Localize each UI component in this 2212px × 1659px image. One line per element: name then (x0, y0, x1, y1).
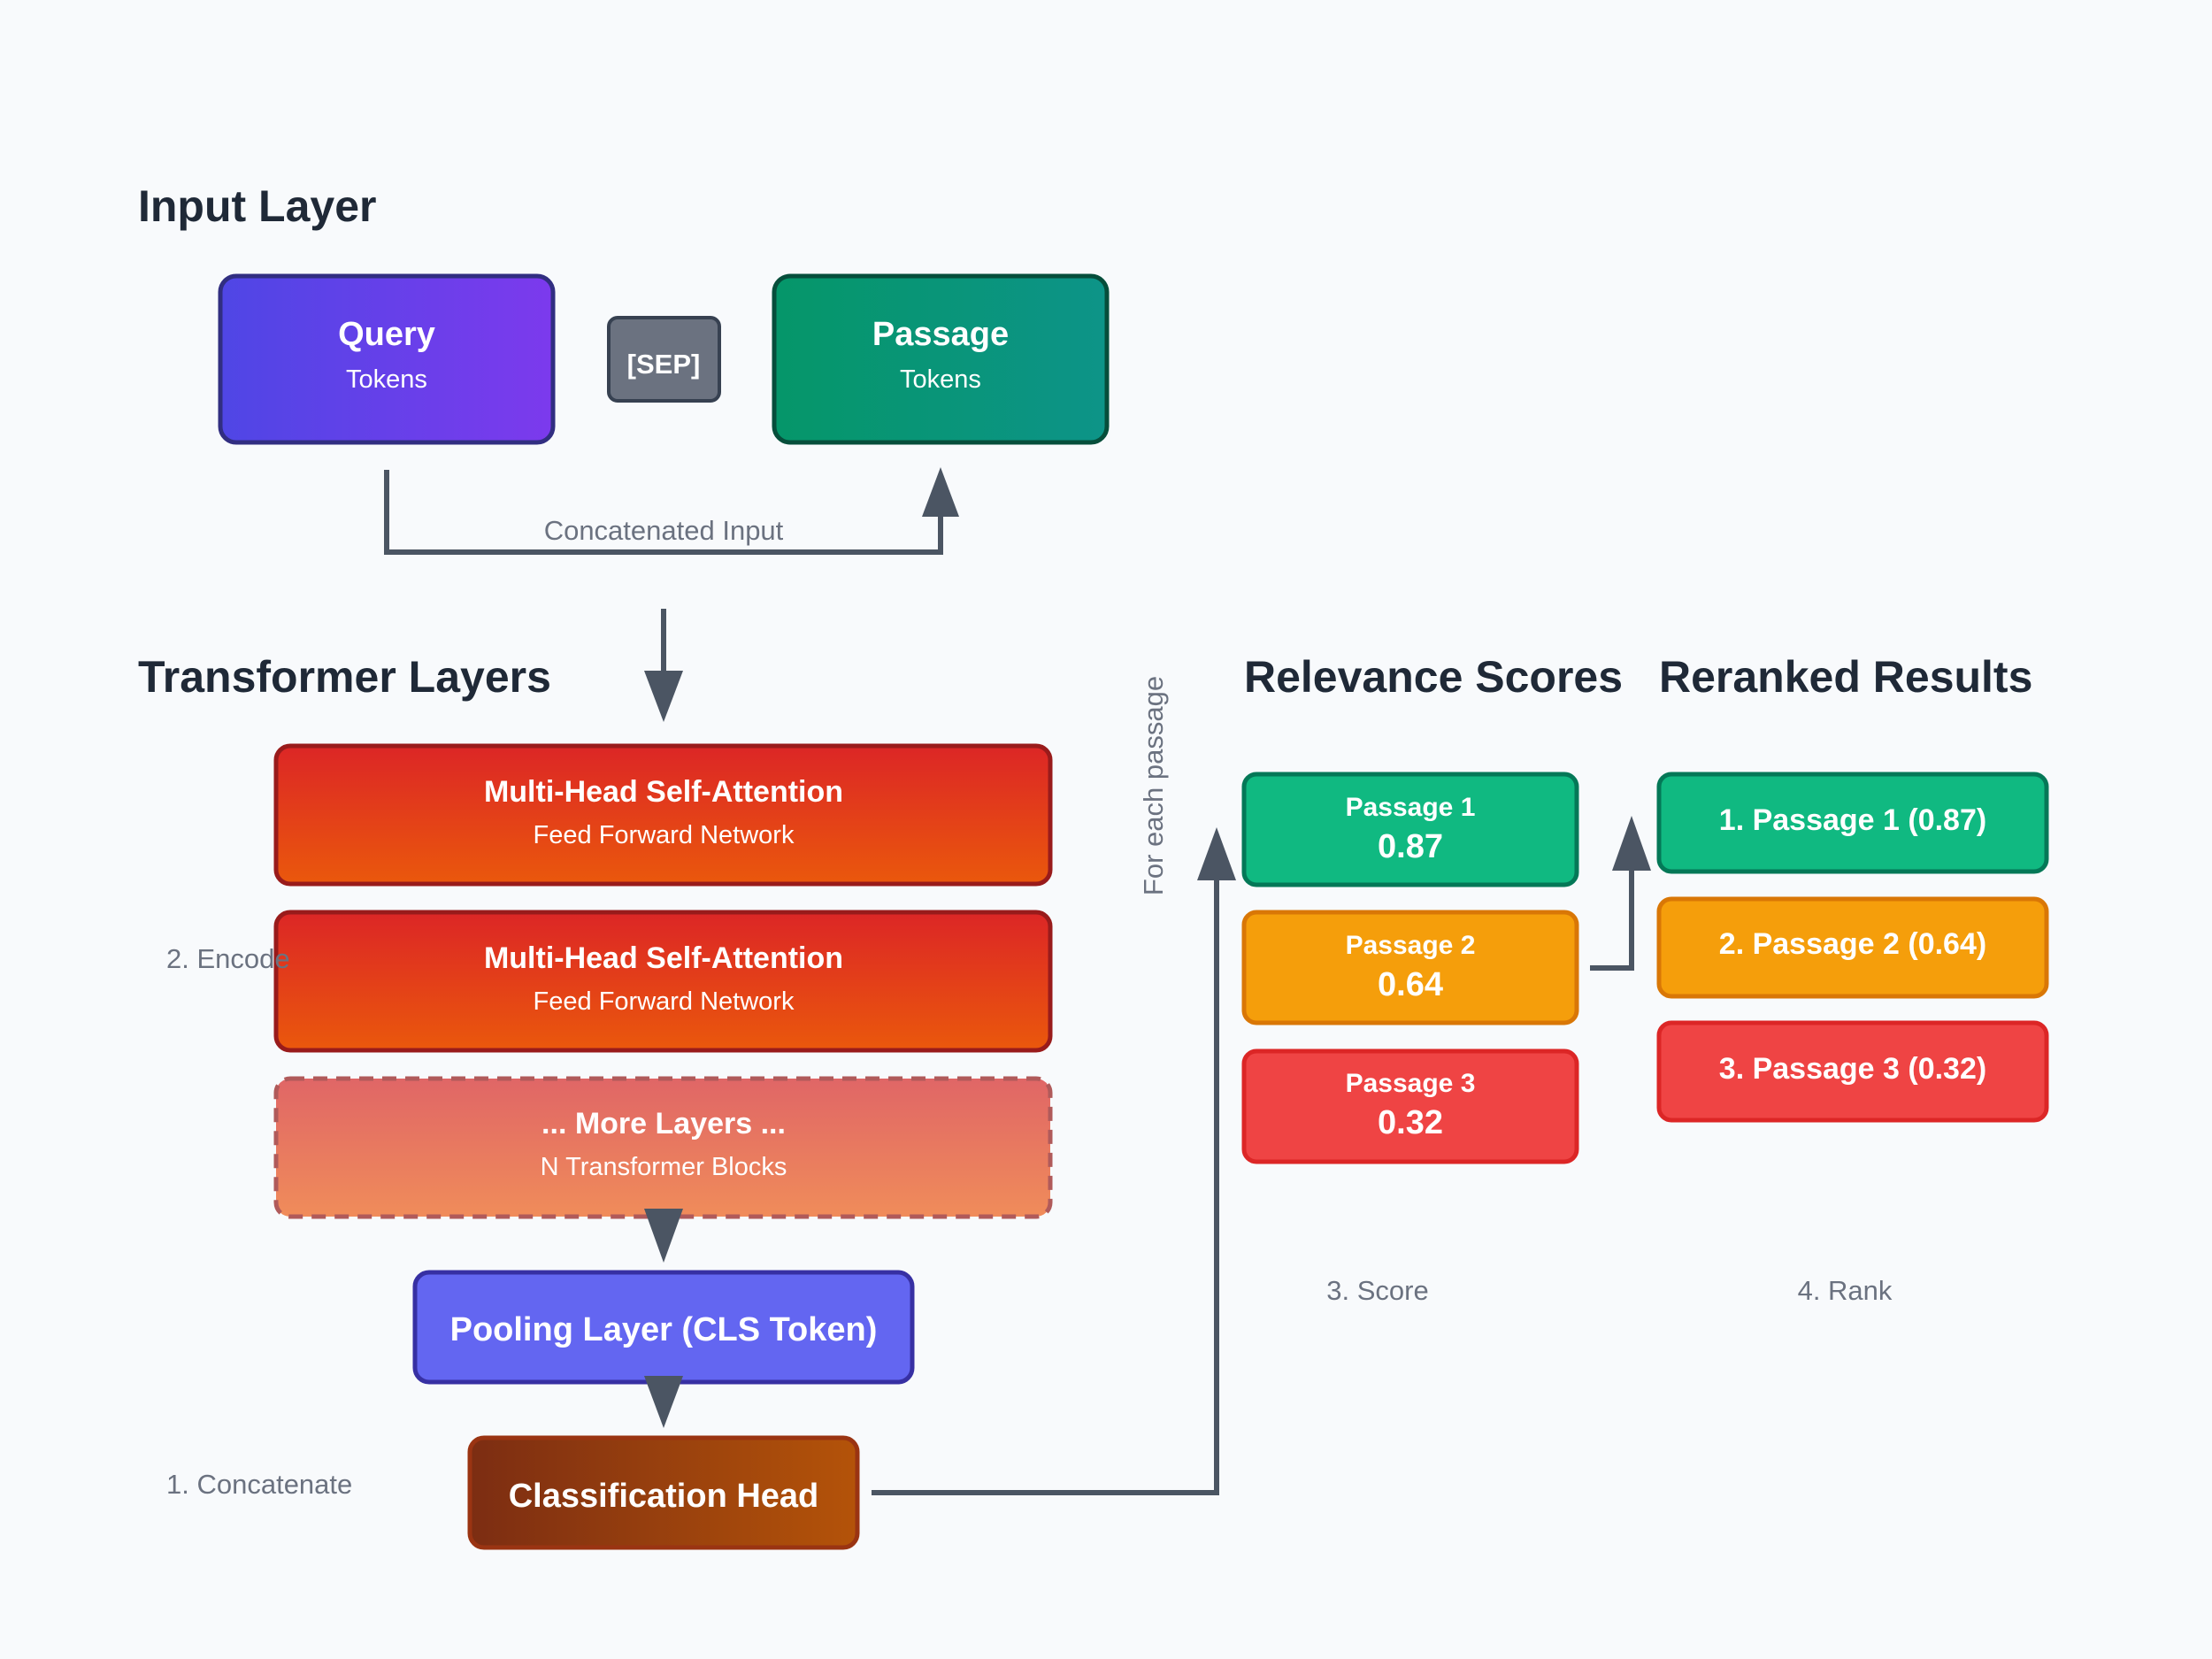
score-2-value: 0.64 (1378, 966, 1443, 1003)
ranked-item-2-label: 2. Passage 2 (0.64) (1719, 927, 1986, 961)
concatenated-input-label: Concatenated Input (544, 515, 784, 546)
classification-head-box[interactable]: Classification Head (467, 1435, 860, 1550)
sep-token-label: [SEP] (627, 349, 701, 380)
reranked-results-title: Reranked Results (1659, 652, 2032, 702)
for-each-passage-label: For each passage (1138, 676, 1169, 895)
layer-2-subtitle: Feed Forward Network (534, 987, 795, 1016)
input-layer-title: Input Layer (138, 181, 376, 231)
step-4-rank-label: 4. Rank (1798, 1275, 1893, 1306)
step-2-encode-label: 2. Encode (166, 943, 290, 974)
passage-subtitle: Tokens (900, 365, 981, 394)
transformer-layers-title: Transformer Layers (138, 652, 551, 702)
score-1-name: Passage 1 (1346, 793, 1476, 822)
score-3-value: 0.32 (1378, 1104, 1443, 1141)
sep-token-box[interactable]: [SEP] (607, 316, 721, 403)
transformer-layer-2[interactable]: Multi-Head Self-Attention Feed Forward N… (273, 910, 1053, 1053)
pooling-layer-label: Pooling Layer (CLS Token) (450, 1311, 878, 1348)
to-classification-arrowhead (644, 1376, 683, 1428)
ranked-item-2[interactable]: 2. Passage 2 (0.64) (1656, 896, 2049, 999)
step-1-concatenate-label: 1. Concatenate (166, 1469, 352, 1500)
query-subtitle: Tokens (346, 365, 427, 394)
to-pooling-arrowhead (644, 1209, 683, 1263)
score-1-value: 0.87 (1378, 828, 1443, 865)
classification-head-label: Classification Head (509, 1478, 819, 1515)
score-3-name: Passage 3 (1346, 1069, 1476, 1098)
ranked-item-3-label: 3. Passage 3 (0.32) (1719, 1052, 1986, 1086)
transformer-layer-1[interactable]: Multi-Head Self-Attention Feed Forward N… (273, 743, 1053, 887)
relevance-scores-title: Relevance Scores (1244, 652, 1623, 702)
pooling-layer-box[interactable]: Pooling Layer (CLS Token) (412, 1270, 915, 1385)
more-layers-box[interactable]: ... More Layers ... N Transformer Blocks (273, 1076, 1053, 1219)
more-layers-title: ... More Layers ... (541, 1107, 786, 1141)
query-title: Query (338, 316, 435, 353)
score-card-2[interactable]: Passage 2 0.64 (1241, 910, 1579, 1025)
more-layers-subtitle: N Transformer Blocks (541, 1153, 787, 1181)
score-card-3[interactable]: Passage 3 0.32 (1241, 1048, 1579, 1164)
ranked-item-1-label: 1. Passage 1 (0.87) (1719, 803, 1986, 837)
classification-to-scores-connector (872, 827, 1236, 1495)
layer-1-subtitle: Feed Forward Network (534, 821, 795, 849)
score-card-1[interactable]: Passage 1 0.87 (1241, 772, 1579, 887)
ranked-item-1[interactable]: 1. Passage 1 (0.87) (1656, 772, 2049, 874)
passage-box[interactable]: Passage Tokens (772, 273, 1110, 445)
scores-to-ranked-connector (1590, 816, 1651, 971)
step-3-score-label: 3. Score (1326, 1275, 1428, 1306)
input-to-transformer-arrow (644, 609, 683, 722)
query-box[interactable]: Query Tokens (218, 273, 556, 445)
concatenation-connector (384, 467, 959, 555)
layer-1-title: Multi-Head Self-Attention (484, 775, 843, 809)
score-2-name: Passage 2 (1346, 931, 1476, 960)
ranked-item-3[interactable]: 3. Passage 3 (0.32) (1656, 1020, 2049, 1123)
layer-2-title: Multi-Head Self-Attention (484, 941, 843, 975)
passage-title: Passage (872, 316, 1009, 353)
